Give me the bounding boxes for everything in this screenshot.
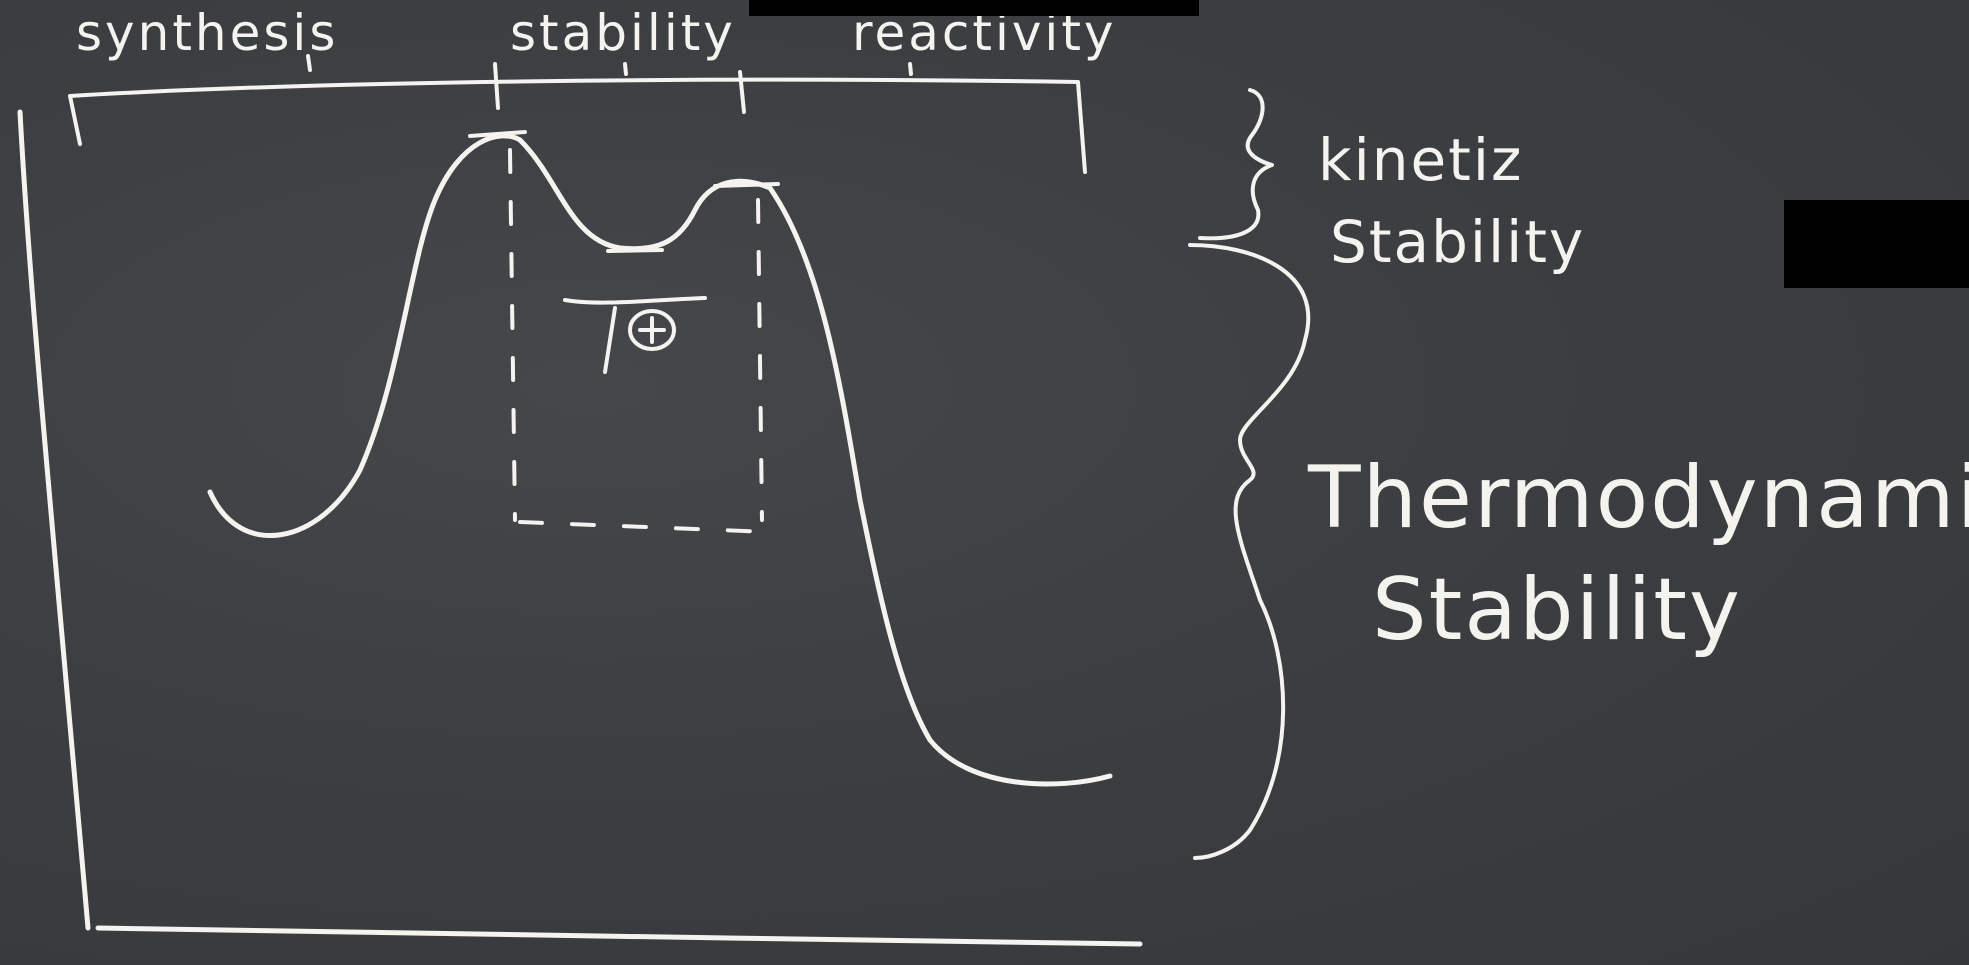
x-axis: [95, 925, 1143, 947]
energy-curve: [207, 133, 1113, 787]
bracket-tick-1: [306, 54, 312, 72]
thermodynamic-label: Thermodynamiz: [1308, 448, 1969, 548]
y-axis: [17, 109, 91, 931]
ts-bar: [563, 296, 707, 305]
ts-stem: [603, 306, 617, 374]
plus-circle-icon: [628, 309, 676, 351]
bracket-tick-2: [623, 62, 628, 76]
bracket-tick-3: [908, 62, 913, 76]
kinetic-label: kinetiz: [1318, 126, 1524, 194]
plus-icon: [638, 316, 666, 344]
kinetic-stability-label: Stability: [1330, 208, 1586, 276]
kinetic-brace: [1198, 88, 1274, 241]
thermodynamic-stability-label: Stability: [1372, 560, 1742, 660]
bracket-divider-2: [738, 70, 746, 114]
dashed-line-right: [756, 198, 764, 522]
synthesis-label: synthesis: [76, 4, 339, 62]
stability-label: stability: [510, 4, 736, 62]
region-bracket: [68, 77, 1087, 174]
redaction-right: [1784, 200, 1969, 288]
peak-tick-1: [468, 130, 527, 138]
bracket-divider-1: [493, 62, 500, 110]
peak-tick-2: [713, 182, 780, 188]
intermediate-tick: [606, 248, 664, 253]
dashed-line-bottom: [518, 520, 772, 534]
dashed-line-left: [508, 148, 517, 522]
thermodynamic-brace: [1188, 243, 1311, 860]
redaction-top: [749, 0, 1199, 16]
